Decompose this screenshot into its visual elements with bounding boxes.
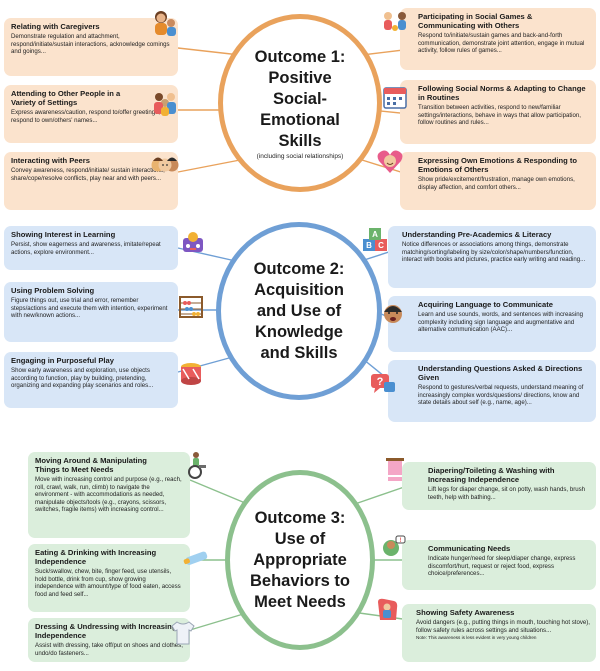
wheelchair-icon — [188, 452, 206, 479]
box-using-problem-solving: Using Problem Solving Figure things out,… — [4, 282, 178, 342]
box-following-social-norms: Following Social Norms & Adapting to Cha… — [400, 80, 596, 144]
bottle-icon — [183, 551, 208, 565]
box-note: Note: This awareness is less evident in … — [416, 635, 537, 641]
box-title: Attending to Other People in a Variety o… — [11, 89, 121, 108]
outcome-2-circle: Outcome 2: Acquisition and Use of Knowle… — [216, 222, 382, 400]
toy-icon — [183, 232, 203, 252]
outcome-2-title: Outcome 2: Acquisition and Use of Knowle… — [253, 259, 345, 362]
box-desc: Avoid dangers (e.g., putting things in m… — [416, 619, 591, 634]
box-showing-safety-awareness: Showing Safety Awareness Avoid dangers (… — [402, 604, 596, 662]
box-desc: Lift legs for diaper change, sit on pott… — [428, 486, 586, 501]
box-title: Diapering/Toileting & Washing with Incre… — [428, 466, 555, 485]
box-desc: Persist, show eagerness and awareness, i… — [11, 241, 161, 256]
box-desc: Respond to/initiate/sustain games and ba… — [418, 32, 585, 55]
box-dressing-undressing: Dressing & Undressing with Increasing In… — [28, 618, 190, 662]
svg-text:C: C — [378, 241, 384, 250]
box-attending-to-other-people: Attending to Other People in a Variety o… — [4, 85, 178, 143]
people-group-icon — [154, 93, 176, 116]
svg-text:?: ? — [377, 376, 384, 388]
box-title: Using Problem Solving — [11, 286, 95, 295]
toy-drum-icon — [181, 363, 201, 385]
box-eating-drinking: Eating & Drinking with Increasing Indepe… — [28, 544, 190, 612]
box-understanding-questions: Understanding Questions Asked & Directio… — [388, 360, 596, 422]
box-understanding-pre-academics: Understanding Pre-Academics & Literacy N… — [388, 226, 596, 288]
box-communicating-needs: Communicating Needs Indicate hunger/need… — [402, 540, 596, 590]
box-title: Relating with Caregivers — [11, 22, 100, 31]
caregiver-icon — [155, 11, 176, 36]
box-desc: Assist with dressing, take off/put on sh… — [35, 642, 183, 657]
abacus-icon — [179, 296, 203, 318]
box-title: Expressing Own Emotions & Responding to … — [418, 156, 578, 175]
box-title: Moving Around & Manipulating Things to M… — [35, 456, 147, 475]
box-desc: Show early awareness and exploration, us… — [11, 367, 154, 390]
calendar-icon — [383, 87, 407, 109]
speaking-child-icon — [384, 305, 402, 323]
social-game-icon — [384, 12, 406, 31]
needs-icon: ! — [383, 535, 406, 556]
box-desc: Show pride/excitement/frustration, manag… — [418, 176, 575, 191]
box-expressing-own-emotions: Expressing Own Emotions & Responding to … — [400, 152, 596, 210]
box-engaging-in-purposeful-play: Engaging in Purposeful Play Show early a… — [4, 352, 178, 408]
box-interacting-with-peers: Interacting with Peers Convey awareness,… — [4, 152, 178, 210]
box-moving-around: Moving Around & Manipulating Things to M… — [28, 452, 190, 538]
box-title: Acquiring Language to Communicate — [418, 300, 554, 309]
towel-icon — [386, 458, 404, 481]
box-desc: Learn and use sounds, words, and sentenc… — [418, 311, 583, 334]
box-desc: Convey awareness, respond/initiate/ sust… — [11, 167, 165, 182]
box-title: Showing Safety Awareness — [416, 608, 515, 617]
question-bubble-icon: ? — [371, 374, 395, 393]
box-title: Showing Interest in Learning — [11, 230, 116, 239]
box-title: Eating & Drinking with Increasing Indepe… — [35, 548, 157, 567]
svg-text:B: B — [366, 241, 372, 250]
box-diapering-toileting: Diapering/Toileting & Washing with Incre… — [402, 462, 596, 510]
peers-icon — [151, 157, 179, 172]
box-title: Understanding Pre-Academics & Literacy — [402, 230, 552, 239]
car-seat-icon — [378, 598, 398, 620]
box-title: Following Social Norms & Adapting to Cha… — [418, 84, 586, 103]
box-title: Interacting with Peers — [11, 156, 90, 165]
box-participating-in-social-games: Participating in Social Games & Communic… — [400, 8, 596, 70]
box-showing-interest-in-learning: Showing Interest in Learning Persist, sh… — [4, 226, 178, 270]
box-desc: Move with increasing control and purpose… — [35, 476, 182, 514]
svg-text:A: A — [372, 230, 378, 239]
box-title: Engaging in Purposeful Play — [11, 356, 114, 365]
box-title: Communicating Needs — [428, 544, 511, 553]
box-desc: Respond to gestures/verbal requests, und… — [418, 384, 584, 407]
outcome-1-title: Outcome 1: Positive Social- Emotional Sk… — [254, 47, 346, 150]
outcome-1-circle: Outcome 1: Positive Social- Emotional Sk… — [218, 14, 382, 192]
box-desc: Figure things out, use trial and error, … — [11, 297, 168, 320]
box-acquiring-language: Acquiring Language to Communicate Learn … — [388, 296, 596, 352]
box-title: Understanding Questions Asked & Directio… — [418, 364, 583, 383]
box-desc: Transition between activities, respond t… — [418, 104, 581, 127]
outcome-1-note: (including social relationships) — [256, 152, 344, 160]
box-title: Dressing & Undressing with Increasing In… — [35, 622, 177, 641]
box-desc: Notice differences or associations among… — [402, 241, 586, 264]
box-desc: Indicate hunger/need for sleep/diaper ch… — [428, 555, 576, 578]
shirt-icon — [171, 621, 195, 645]
emotions-icon — [377, 150, 403, 173]
svg-text:!: ! — [400, 538, 402, 544]
box-desc: Suck/swallow, chew, bite, finger feed, u… — [35, 568, 181, 598]
box-relating-with-caregivers: Relating with Caregivers Demonstrate reg… — [4, 18, 178, 76]
box-desc: Express awareness/caution, respond to/of… — [11, 109, 160, 124]
box-desc: Demonstrate regulation and attachment, r… — [11, 33, 170, 56]
abc-blocks-icon: A B C — [363, 228, 387, 251]
outcome-3-title: Outcome 3: Use of Appropriate Behaviors … — [250, 508, 350, 611]
outcome-3-circle: Outcome 3: Use of Appropriate Behaviors … — [225, 470, 375, 650]
box-title: Participating in Social Games & Communic… — [418, 12, 533, 31]
